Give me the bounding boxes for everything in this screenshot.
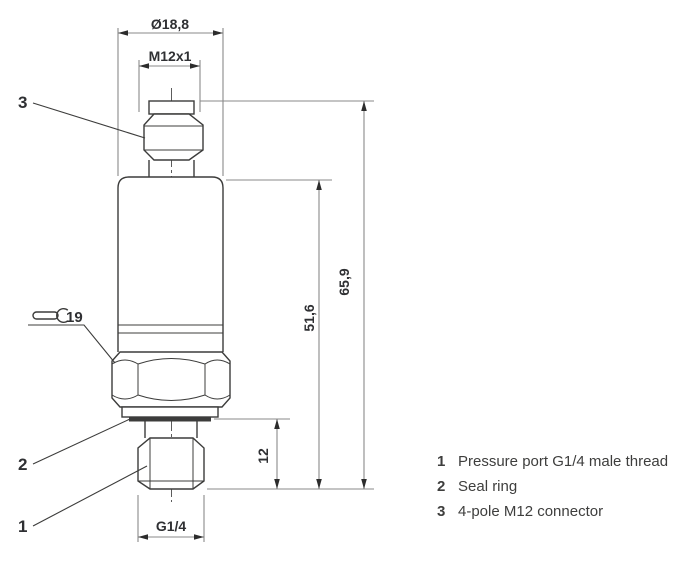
dim-port-thread: G1/4 <box>156 518 187 534</box>
dimension-arrowheads <box>118 30 367 540</box>
dim-overall-height: 65,9 <box>336 268 352 295</box>
legend-label-1: Pressure port G1/4 male thread <box>458 453 669 470</box>
washer-flange <box>121 406 219 418</box>
legend-item-seal-ring: 2 Seal ring <box>437 474 668 499</box>
legend-item-pressure-port: 1 Pressure port G1/4 male thread <box>437 449 668 474</box>
legend-label-2: Seal ring <box>458 478 518 495</box>
connector-nut <box>143 113 204 161</box>
dim-top-diameter: Ø18,8 <box>151 16 189 32</box>
dim-port-height: 12 <box>255 448 271 464</box>
dim-connector-thread: M12x1 <box>149 48 192 64</box>
dimension-lines <box>117 28 374 542</box>
hex-nut <box>111 351 231 408</box>
connector-tip <box>148 100 195 115</box>
wrench-icon <box>32 308 69 323</box>
legend-num-3: 3 <box>437 503 446 520</box>
legend-label-3: 4-pole M12 connector <box>458 503 604 520</box>
callout-2: 2 <box>18 455 27 474</box>
hex-wrench-size: 19 <box>66 309 83 326</box>
legend-num-2: 2 <box>437 478 446 495</box>
callout-1: 1 <box>18 517 27 536</box>
dim-body-height: 51,6 <box>301 304 317 331</box>
legend-num-1: 1 <box>437 453 446 470</box>
seal-ring <box>129 417 211 422</box>
legend: 1 Pressure port G1/4 male thread 2 Seal … <box>437 449 668 524</box>
callout-3: 3 <box>18 93 27 112</box>
legend-item-connector: 3 4-pole M12 connector <box>437 499 668 524</box>
sensor-body <box>117 176 224 352</box>
sensor-outline <box>111 100 231 490</box>
callout-leaders <box>28 102 148 527</box>
